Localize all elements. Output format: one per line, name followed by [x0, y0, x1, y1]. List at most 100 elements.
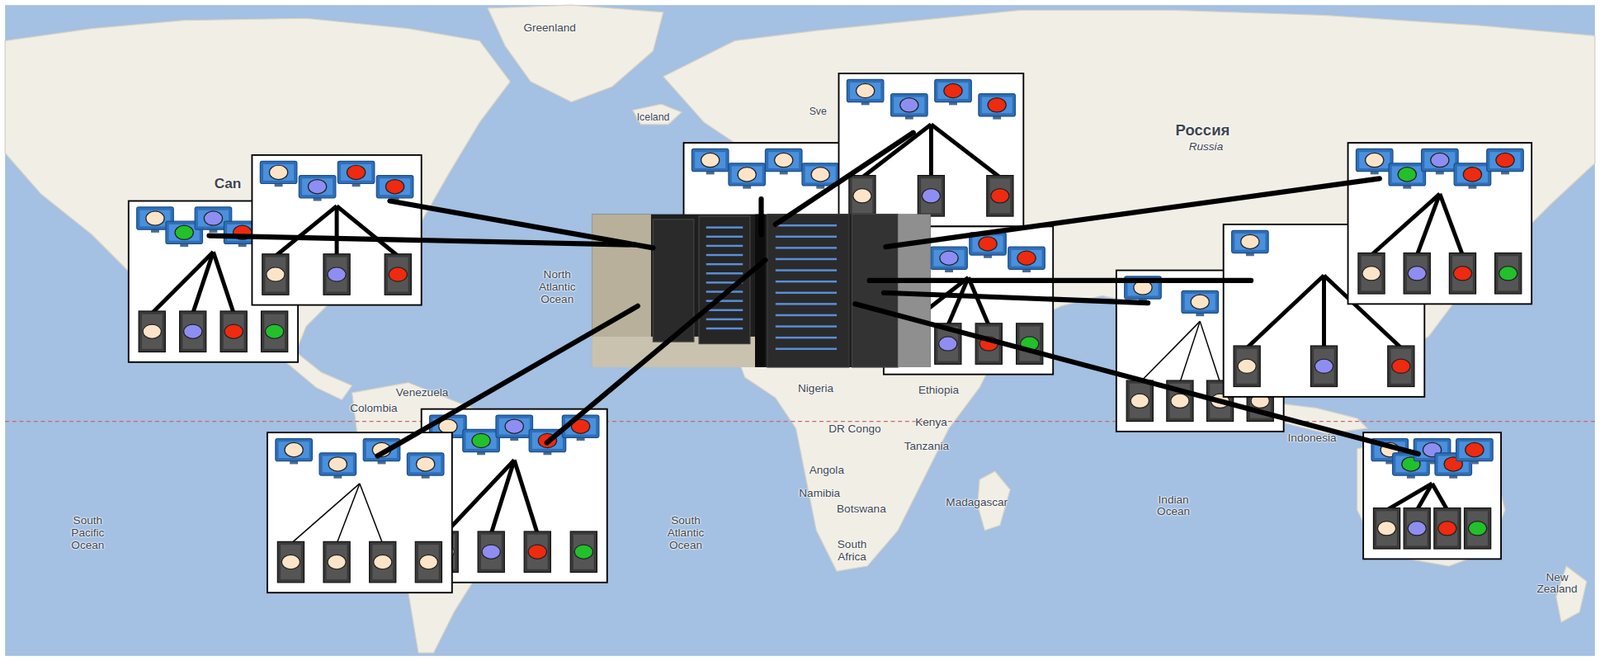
status-dot	[203, 211, 222, 226]
server-icon	[179, 311, 207, 352]
server-face	[573, 534, 595, 570]
link-line	[1439, 193, 1464, 255]
link-line	[290, 483, 359, 544]
monitor-screen	[302, 178, 333, 195]
server-face	[1452, 255, 1473, 291]
link-line	[929, 124, 934, 178]
status-dot	[811, 167, 830, 182]
link-line	[514, 459, 538, 534]
server-face	[387, 257, 409, 293]
server-icon	[1495, 253, 1522, 294]
link-line	[336, 483, 360, 544]
status-dot	[327, 554, 346, 569]
monitor-icon	[462, 429, 501, 452]
status-dot	[346, 165, 365, 180]
monitor-screen	[1458, 441, 1490, 458]
monitor-icon	[930, 246, 968, 270]
server-face	[1497, 255, 1519, 291]
rack-led	[706, 226, 744, 228]
monitor-icon	[1453, 163, 1492, 186]
map-label: Greenland	[523, 22, 576, 35]
monitor-icon	[691, 148, 729, 171]
link-line	[1371, 193, 1440, 255]
status-dot	[416, 457, 435, 472]
link-line	[1432, 483, 1448, 510]
link-line	[490, 459, 515, 534]
status-dot	[146, 211, 165, 226]
rack-led	[775, 258, 837, 260]
map-label: South Africa	[826, 538, 878, 564]
link-line	[212, 251, 234, 313]
site-box	[1363, 432, 1501, 559]
server-icon	[1358, 253, 1385, 294]
status-dot	[1362, 266, 1381, 281]
server-face	[1376, 510, 1398, 546]
status-dot	[481, 544, 501, 559]
map-label: DR Congo	[828, 423, 881, 436]
link-line	[1387, 483, 1433, 510]
link-line	[1416, 193, 1440, 255]
map-label: Kenya	[915, 416, 948, 430]
map-label: Madagascar	[945, 496, 1008, 510]
monitor-screen	[937, 82, 968, 100]
rack-led	[775, 325, 837, 327]
map-label: Ethiopia	[918, 384, 959, 397]
map-label: Nigeria	[797, 382, 834, 396]
status-dot	[701, 152, 720, 167]
map-label: Russia	[1189, 141, 1224, 154]
map-label: Angola	[809, 464, 845, 477]
link-line	[151, 251, 213, 313]
monitor-screen	[263, 164, 294, 181]
status-dot	[142, 324, 161, 339]
server-icon	[138, 311, 166, 352]
server-icon	[415, 541, 442, 582]
server-icon	[220, 311, 247, 352]
server-face	[264, 314, 285, 350]
server-face	[1467, 510, 1488, 546]
monitor-icon	[337, 160, 375, 184]
status-dot	[1465, 442, 1484, 457]
status-dot	[1241, 234, 1260, 249]
site-box	[251, 155, 421, 306]
monitor-icon	[376, 175, 414, 199]
monitor-screen	[1010, 250, 1042, 267]
server-icon	[1373, 508, 1400, 549]
server-face	[265, 257, 287, 293]
monitor-icon	[934, 79, 973, 102]
status-dot	[385, 179, 404, 194]
server-icon	[277, 541, 304, 582]
status-dot	[327, 267, 346, 282]
site-cluster	[1363, 432, 1501, 559]
status-dot	[1017, 250, 1036, 265]
status-dot	[574, 544, 593, 559]
server-icon	[1387, 345, 1415, 387]
server-icon	[323, 541, 350, 582]
status-dot	[419, 554, 438, 569]
map-label: South Atlantic Ocean	[656, 514, 714, 553]
monitor-screen	[1392, 165, 1423, 183]
monitor-screen	[849, 82, 881, 100]
site-cluster	[838, 73, 1024, 227]
server-face	[1361, 255, 1383, 291]
status-dot	[1397, 167, 1416, 182]
monitor-icon	[728, 163, 766, 186]
monitor-icon	[1421, 148, 1459, 171]
server-icon	[1434, 508, 1461, 549]
status-dot	[853, 188, 872, 203]
status-dot	[856, 83, 875, 98]
rack-led	[706, 309, 744, 312]
monitor-icon	[1486, 148, 1525, 171]
status-dot	[1430, 152, 1449, 167]
server-face	[852, 178, 874, 213]
status-dot	[1365, 152, 1384, 167]
monitor-icon	[846, 79, 884, 102]
link-line	[930, 124, 1000, 178]
status-dot	[1499, 266, 1518, 281]
server-face	[920, 178, 942, 213]
server-icon	[262, 254, 289, 295]
monitor-icon	[259, 160, 298, 184]
monitor-icon	[406, 453, 444, 476]
link-line	[335, 206, 340, 257]
server-icon	[1126, 380, 1153, 421]
